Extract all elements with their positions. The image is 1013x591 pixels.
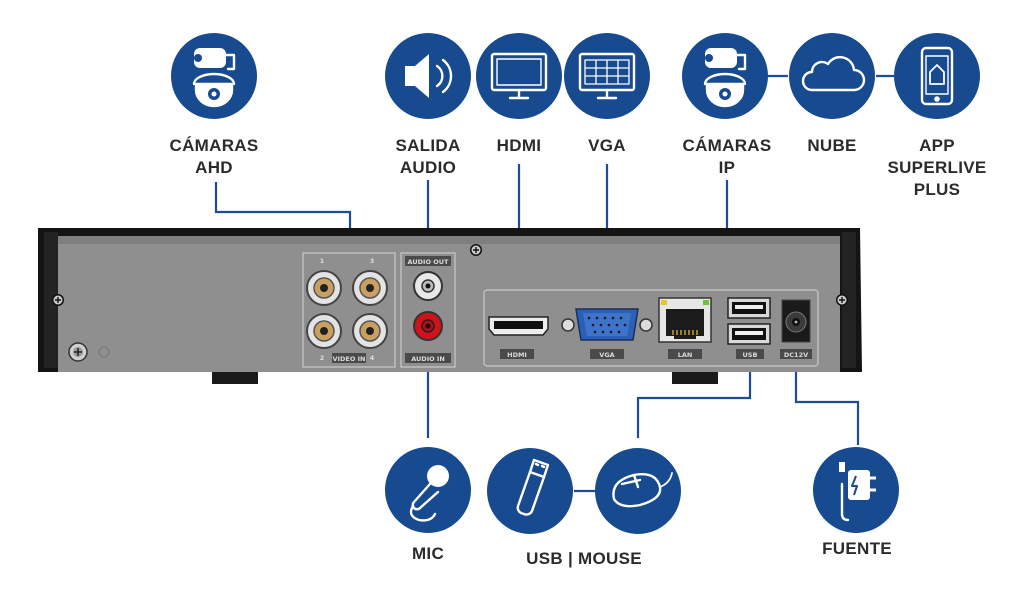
usb-port-bottom <box>727 323 771 345</box>
label-vga: VGA <box>588 136 626 155</box>
label-app-line3: PLUS <box>914 180 961 199</box>
svg-text:4: 4 <box>370 354 375 362</box>
screw-icon <box>470 244 482 256</box>
audio-in-label: AUDIO IN <box>411 355 445 363</box>
cctv-cameras-icon <box>171 33 257 119</box>
video-in-label: VIDEO IN <box>333 355 366 363</box>
monitor-icon <box>476 33 562 119</box>
audio-block <box>400 252 456 368</box>
top-labels: CÁMARAS AHD SALIDA AUDIO HDMI VGA CÁMARA… <box>170 136 987 199</box>
video-in-block <box>302 252 396 368</box>
usb-port-top <box>727 297 771 319</box>
usb-stick-icon <box>487 448 573 534</box>
smartphone-icon <box>894 33 980 119</box>
foot-right <box>672 372 718 384</box>
label-ahd-line1: CÁMARAS <box>170 136 259 155</box>
mouse-icon <box>595 448 681 534</box>
io-block <box>483 289 819 367</box>
power-adapter-icon <box>813 447 899 533</box>
bnc-connector-3 <box>352 270 388 306</box>
dvr-device: 1 3 2 4 VIDEO IN AUDIO OUT AUDIO IN HDMI <box>38 228 862 384</box>
audio-in-jack <box>413 311 443 341</box>
bnc-connector-1 <box>306 270 342 306</box>
svg-text:2: 2 <box>320 354 325 362</box>
screw-icon <box>836 294 848 306</box>
ground-terminal-icon <box>68 342 110 362</box>
svg-text:1: 1 <box>320 257 325 265</box>
label-audio-out-line2: AUDIO <box>400 158 456 177</box>
label-hdmi: HDMI <box>497 136 542 155</box>
label-audio-out-line1: SALIDA <box>395 136 460 155</box>
label-app-line2: SUPERLIVE <box>887 158 986 177</box>
hdmi-port <box>488 316 549 336</box>
dc-port-label: DC12V <box>784 351 808 359</box>
audio-out-jack <box>413 271 443 301</box>
label-ahd-line2: AHD <box>195 158 233 177</box>
screw-icon <box>52 294 64 306</box>
line-usb <box>636 365 752 438</box>
rear-panel <box>58 236 840 372</box>
vga-port <box>561 308 653 341</box>
cloud-icon <box>789 33 875 119</box>
lan-port <box>658 297 712 343</box>
bnc-connector-2 <box>306 313 342 349</box>
usb-port-label: USB <box>743 351 758 359</box>
foot-left <box>212 372 258 384</box>
microphone-icon <box>385 447 471 533</box>
audio-out-label: AUDIO OUT <box>408 258 450 266</box>
dc-power-jack <box>781 299 811 343</box>
label-app-line1: APP <box>919 136 955 155</box>
lan-port-label: LAN <box>678 351 693 359</box>
label-usb-mouse: USB | MOUSE <box>526 549 642 568</box>
label-cloud: NUBE <box>807 136 856 155</box>
label-ip-line1: CÁMARAS <box>683 136 772 155</box>
label-power: FUENTE <box>822 539 892 558</box>
vga-port-label: VGA <box>599 351 614 359</box>
ip-cameras-icon <box>682 33 768 119</box>
hdmi-port-label: HDMI <box>507 351 527 359</box>
bottom-labels: MIC USB | MOUSE FUENTE <box>412 539 892 568</box>
label-mic: MIC <box>412 544 444 563</box>
label-ip-line2: IP <box>719 158 736 177</box>
bnc-connector-4 <box>352 313 388 349</box>
speaker-icon <box>385 33 471 119</box>
svg-text:3: 3 <box>370 257 375 265</box>
grid-monitor-icon <box>564 33 650 119</box>
line-power <box>794 365 860 445</box>
